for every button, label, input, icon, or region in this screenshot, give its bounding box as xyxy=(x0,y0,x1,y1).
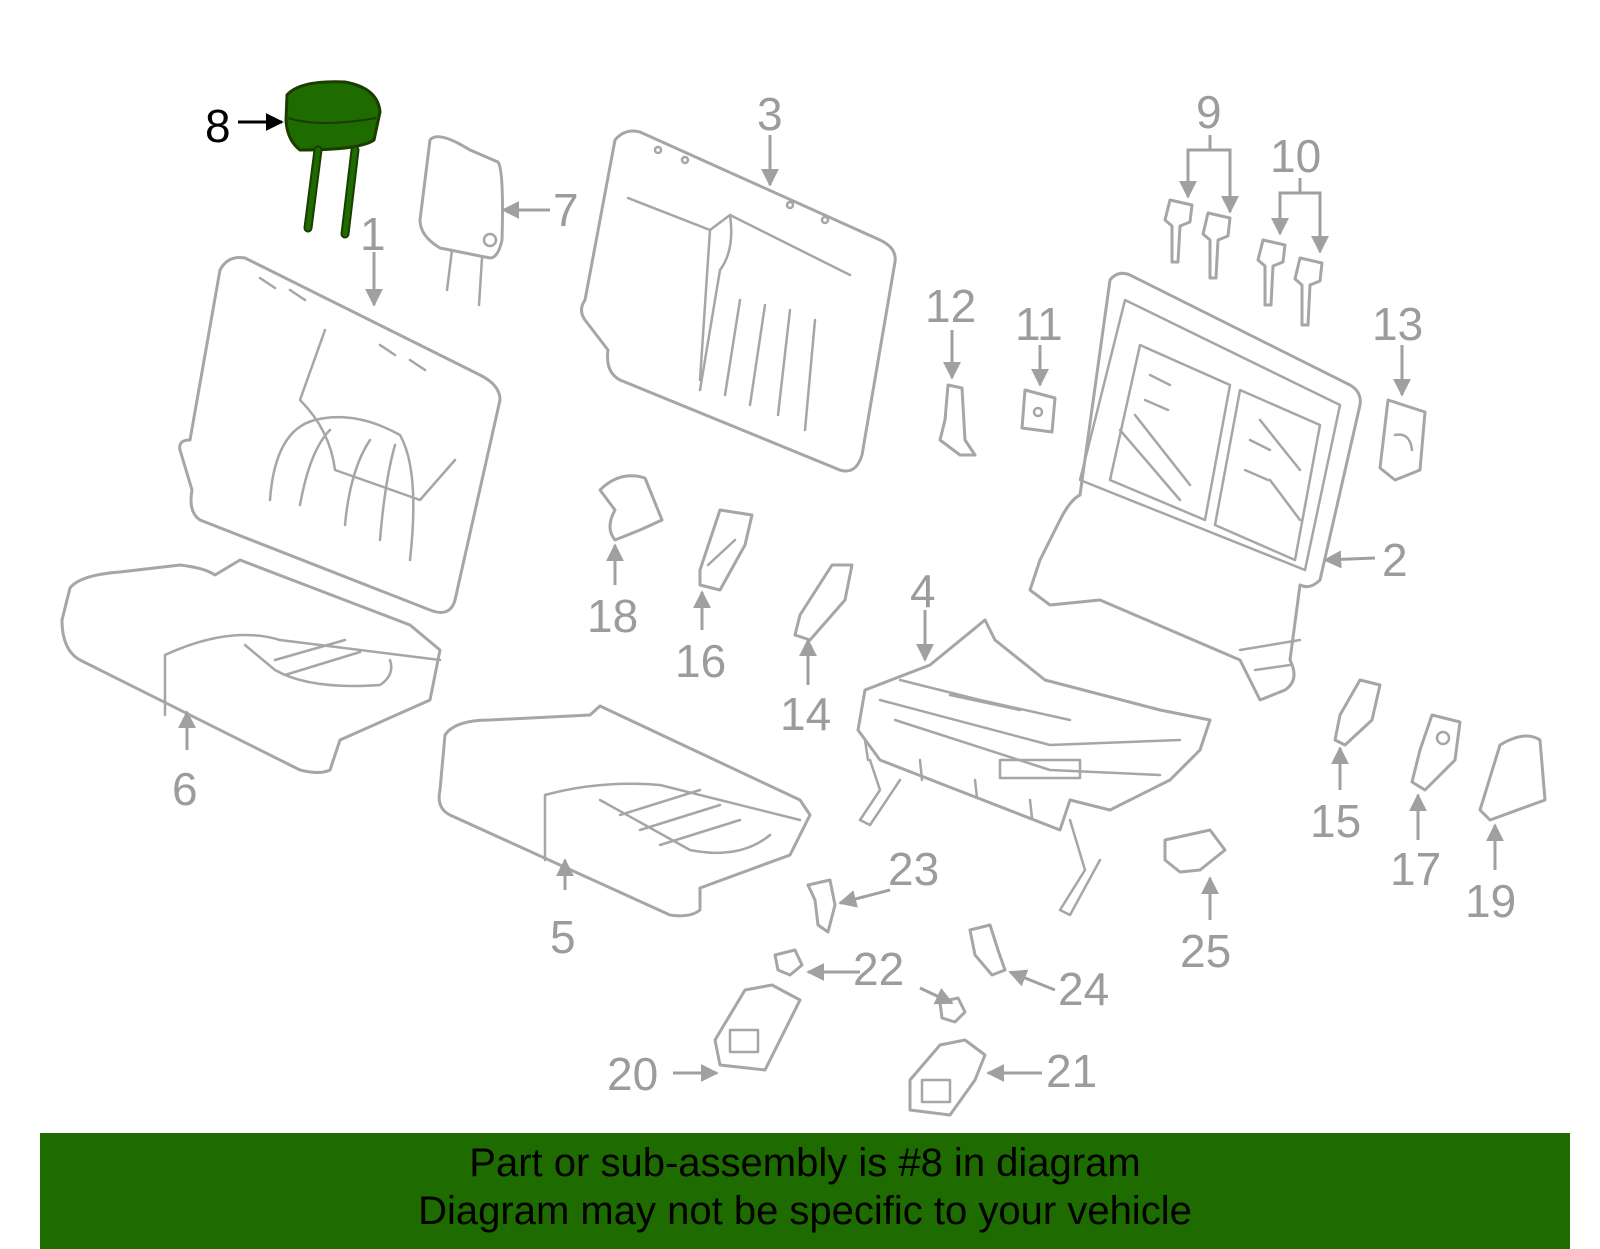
banner-line-1: Part or sub-assembly is #8 in diagram xyxy=(469,1141,1141,1185)
callout-4: 4 xyxy=(910,565,936,617)
callout-16: 16 xyxy=(675,635,726,687)
callout-23: 23 xyxy=(888,843,939,895)
callout-10: 10 xyxy=(1270,130,1321,182)
part-5-cushion[interactable] xyxy=(437,704,812,918)
banner-line-2: Diagram may not be specific to your vehi… xyxy=(418,1189,1192,1233)
callout-9: 9 xyxy=(1196,86,1222,138)
part-2-seatback-frame[interactable] xyxy=(1028,271,1362,702)
callout-13: 13 xyxy=(1372,298,1423,350)
callout-3: 3 xyxy=(757,88,783,140)
callout-20: 20 xyxy=(607,1048,658,1100)
callout-12: 12 xyxy=(925,280,976,332)
part-6-cushion[interactable] xyxy=(60,558,442,774)
callout-18: 18 xyxy=(587,590,638,642)
callout-24: 24 xyxy=(1058,963,1109,1015)
part-14-trim[interactable] xyxy=(793,563,854,642)
part-20-bracket[interactable] xyxy=(713,983,802,1072)
part-25-latch[interactable] xyxy=(1163,828,1227,874)
part-18-bracket[interactable] xyxy=(598,474,664,542)
callout-1: 1 xyxy=(360,208,386,260)
part-15-trim[interactable] xyxy=(1333,678,1382,747)
callout-22: 22 xyxy=(853,943,904,995)
callout-19: 19 xyxy=(1465,875,1516,927)
part-3-seatback[interactable] xyxy=(580,129,897,473)
part-8-headrest[interactable] xyxy=(284,80,382,239)
part-24-bracket[interactable] xyxy=(968,923,1007,977)
leader-lines xyxy=(178,113,1504,1082)
part-7-headrest[interactable] xyxy=(418,135,504,307)
part-13-cover[interactable] xyxy=(1378,398,1427,482)
part-1-seatback[interactable] xyxy=(178,256,502,614)
callout-21: 21 xyxy=(1046,1045,1097,1097)
callout-6: 6 xyxy=(172,763,198,815)
part-19-cover[interactable] xyxy=(1478,734,1547,822)
callout-2: 2 xyxy=(1382,534,1408,586)
callout-7: 7 xyxy=(553,184,579,236)
part-16-bracket[interactable] xyxy=(698,508,754,592)
callout-11: 11 xyxy=(1015,298,1063,350)
callout-25: 25 xyxy=(1180,925,1231,977)
part-10-bolts[interactable] xyxy=(1256,238,1324,327)
part-17-bracket[interactable] xyxy=(1410,713,1462,792)
callout-15: 15 xyxy=(1310,795,1361,847)
callout-8: 8 xyxy=(205,100,231,152)
part-9-bolts[interactable] xyxy=(1163,198,1232,280)
callout-5: 5 xyxy=(550,911,576,963)
callout-14: 14 xyxy=(780,688,831,740)
part-4-seat-frame[interactable] xyxy=(856,618,1212,917)
part-22-caps[interactable] xyxy=(773,948,967,1024)
info-banner: Part or sub-assembly is #8 in diagram Di… xyxy=(40,1133,1570,1249)
part-23-bracket[interactable] xyxy=(806,878,837,934)
part-11-cap[interactable] xyxy=(1020,388,1057,434)
callout-labels: 1 2 3 4 5 6 7 8 9 10 11 12 13 14 15 16 1… xyxy=(172,86,1516,1100)
callout-17: 17 xyxy=(1390,843,1441,895)
part-12-clip[interactable] xyxy=(938,383,977,457)
part-21-bracket[interactable] xyxy=(908,1038,987,1117)
